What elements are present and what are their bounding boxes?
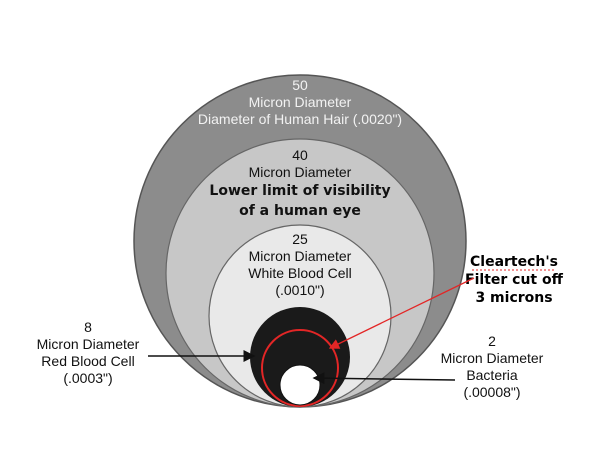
circle-8-unit: Micron Diameter <box>37 336 140 352</box>
circle-2-micron <box>279 364 321 406</box>
filter-callout-line2: Filter cut off <box>465 272 564 288</box>
circle-2-detail: (.00008") <box>463 384 520 400</box>
circle-8-caption: Red Blood Cell <box>41 353 134 369</box>
circle-50-size: 50 <box>292 77 308 93</box>
filter-callout-arrow <box>328 277 475 349</box>
circle-2-unit: Micron Diameter <box>441 350 544 366</box>
circle-2-size: 2 <box>488 333 496 349</box>
circle-2-caption: Bacteria <box>466 367 518 383</box>
circle-8-size: 8 <box>84 319 92 335</box>
circle-40-caption-line2: of a human eye <box>239 203 361 219</box>
circle-50-caption: Diameter of Human Hair (.0020") <box>198 111 402 127</box>
circle-25-size: 25 <box>292 231 308 247</box>
circle-25-unit: Micron Diameter <box>249 248 352 264</box>
circle-8-detail: (.0003") <box>63 370 112 386</box>
circle-25-detail: (.0010") <box>275 282 324 298</box>
filter-callout-line1: Cleartech's <box>470 254 558 270</box>
circle-40-unit: Micron Diameter <box>249 164 352 180</box>
circle-50-unit: Micron Diameter <box>249 94 352 110</box>
bacteria-arrow <box>312 372 456 385</box>
filter-callout-line3: 3 microns <box>475 290 552 306</box>
circle-40-caption-line1: Lower limit of visibility <box>209 183 390 199</box>
filter-cutoff-circle <box>261 329 339 407</box>
circle-40-size: 40 <box>292 147 308 163</box>
circle-25-caption: White Blood Cell <box>248 265 352 281</box>
circle-8-micron <box>250 307 350 407</box>
